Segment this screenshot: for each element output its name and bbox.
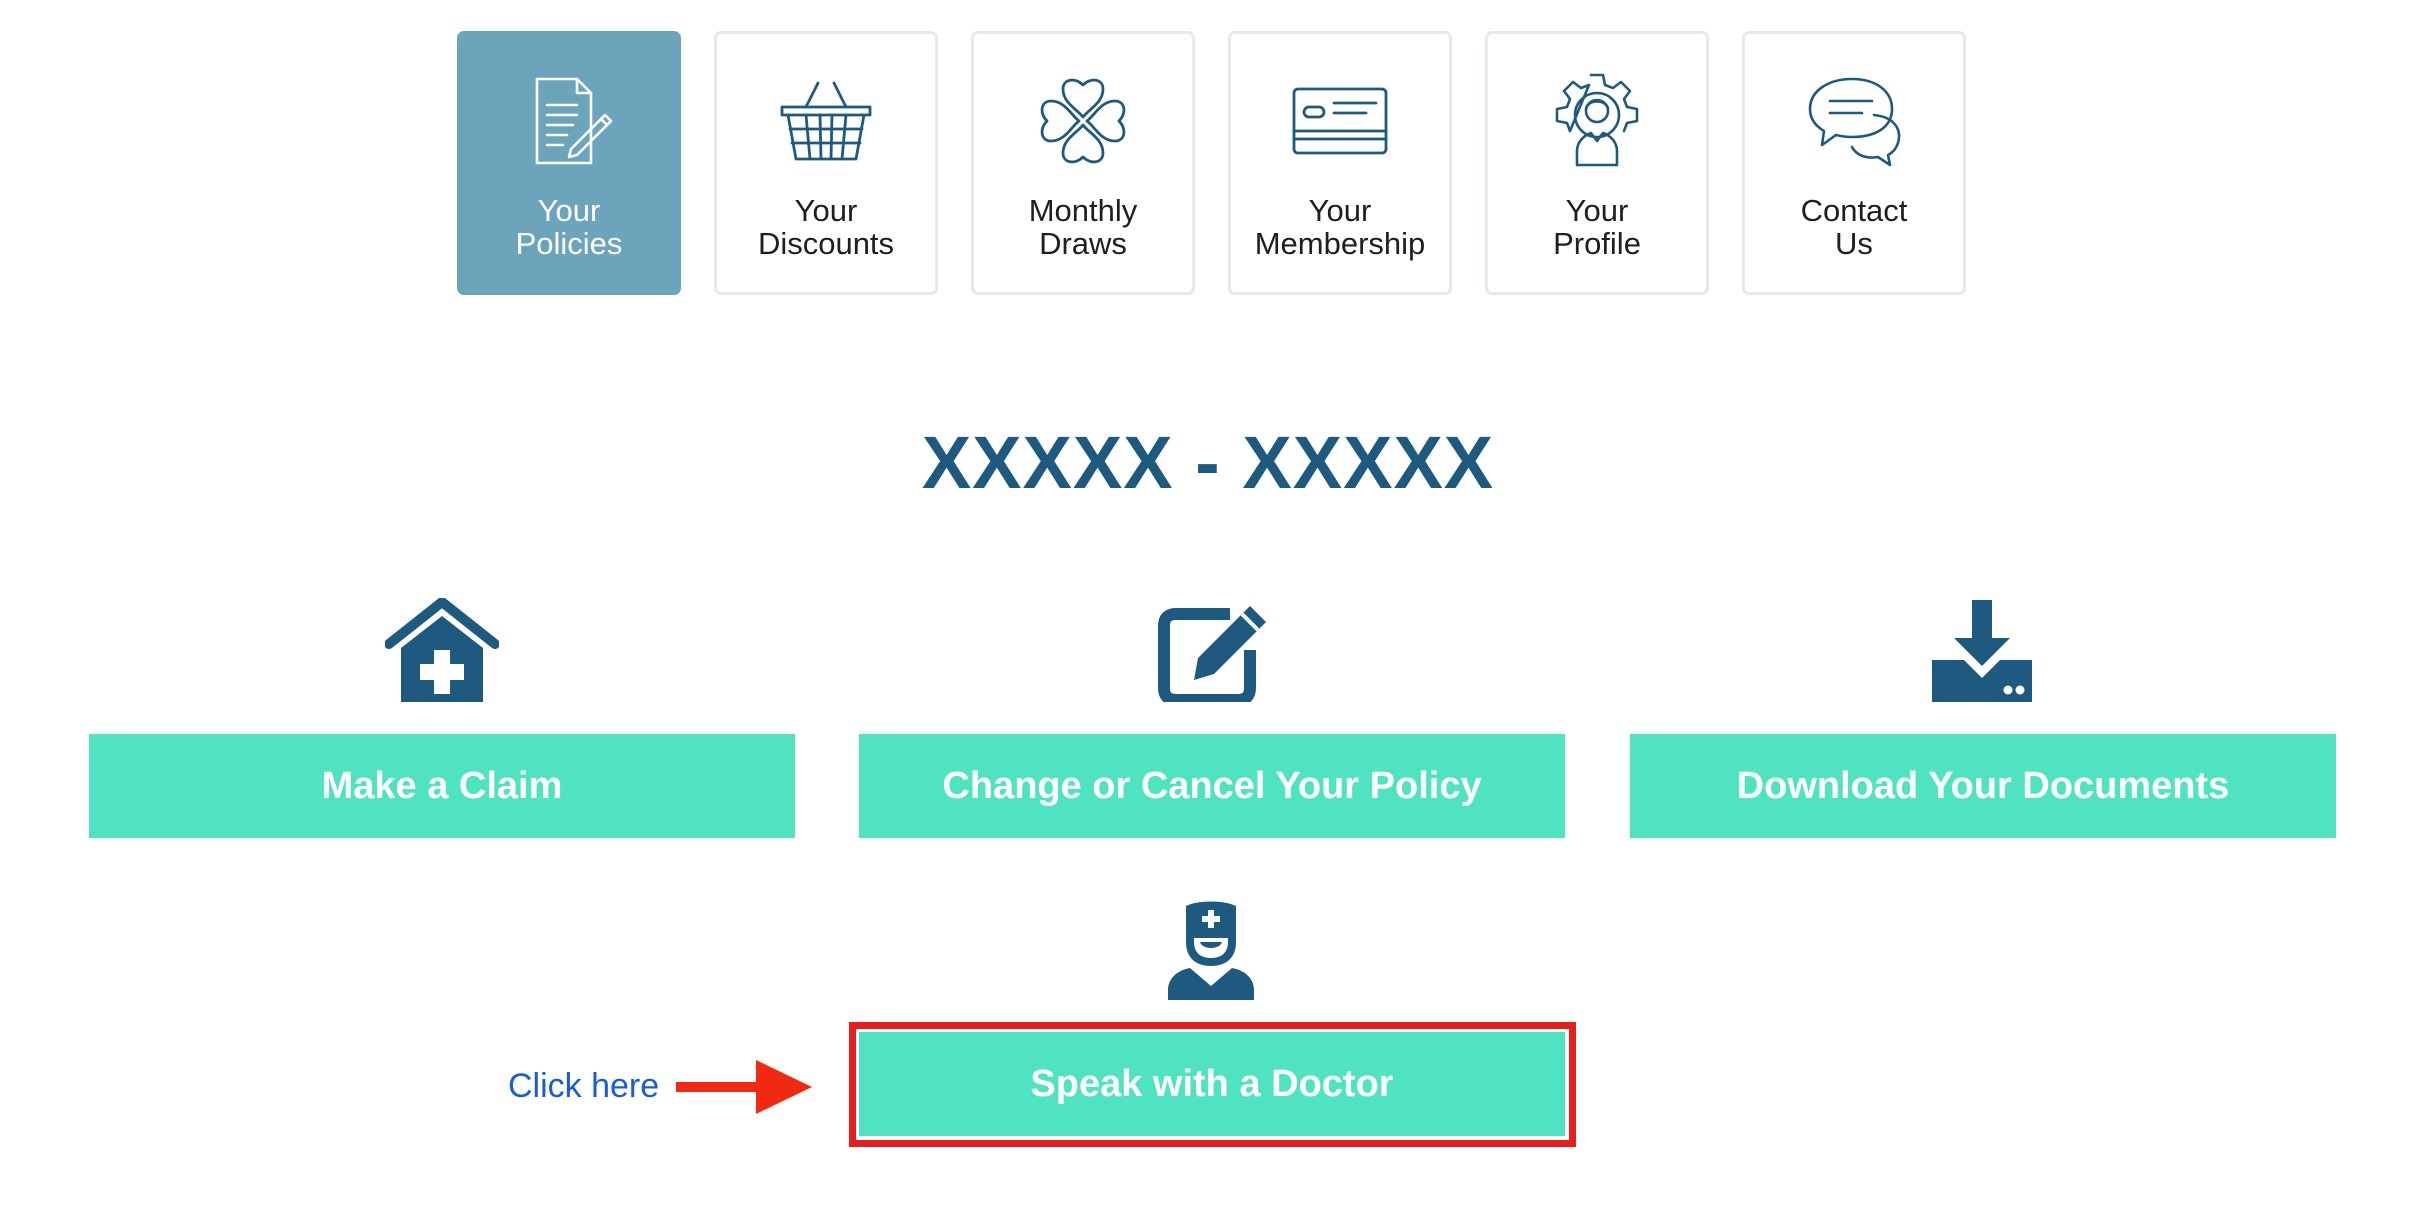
clover-icon	[1028, 66, 1138, 176]
profile-gear-icon	[1542, 66, 1652, 176]
tab-your-profile[interactable]: Your Profile	[1485, 31, 1709, 295]
tab-label: Your Discounts	[757, 193, 895, 261]
tab-monthly-draws[interactable]: Monthly Draws	[971, 31, 1195, 295]
house-medical-icon	[385, 598, 499, 702]
click-here-annotation: Click here	[508, 1067, 660, 1105]
tab-label: Your Profile	[1553, 193, 1641, 261]
make-claim-button[interactable]: Make a Claim	[89, 734, 795, 838]
change-cancel-policy-button[interactable]: Change or Cancel Your Policy	[859, 734, 1565, 838]
document-pen-icon	[514, 66, 624, 176]
tab-your-membership[interactable]: Your Membership	[1228, 31, 1452, 295]
download-icon	[1932, 600, 2032, 702]
tab-your-discounts[interactable]: Your Discounts	[714, 31, 938, 295]
membership-card-icon	[1285, 66, 1395, 176]
download-documents-button[interactable]: Download Your Documents	[1630, 734, 2336, 838]
page-title: XXXXX - XXXXX	[921, 421, 1495, 504]
tab-label: Contact Us	[1800, 193, 1908, 261]
tab-label: Monthly Draws	[1028, 193, 1138, 261]
doctor-icon	[1168, 900, 1254, 1000]
speak-with-doctor-button[interactable]: Speak with a Doctor	[859, 1032, 1565, 1136]
top-navigation: Your Policies You	[457, 31, 1966, 295]
basket-icon	[771, 66, 881, 176]
highlight-box	[849, 1022, 1576, 1147]
tab-label: Your Policies	[515, 193, 623, 261]
edit-icon	[1158, 600, 1270, 702]
tab-your-policies[interactable]: Your Policies	[457, 31, 681, 295]
tab-label: Your Membership	[1254, 193, 1426, 261]
arrow-right-icon	[676, 1058, 812, 1116]
chat-bubbles-icon	[1799, 66, 1909, 176]
tab-contact-us[interactable]: Contact Us	[1742, 31, 1966, 295]
